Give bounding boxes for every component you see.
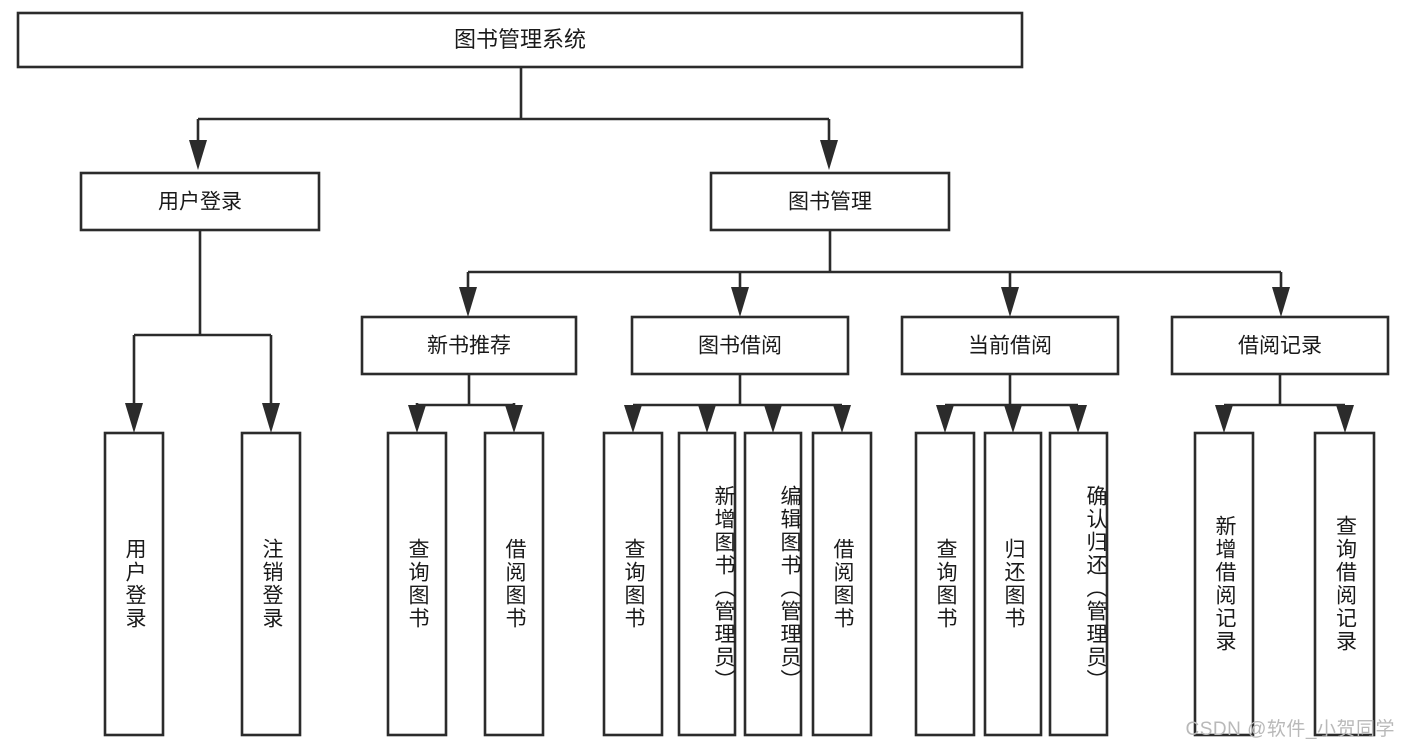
leaf-label-user-login-1: 注销登录	[259, 538, 283, 630]
leaf-label-book-borrow-3: 借阅图书	[830, 538, 854, 630]
leaf-box-book-borrow-2[interactable]	[743, 431, 803, 737]
book-manage-box	[709, 171, 951, 232]
borrow-record-box	[1170, 315, 1390, 376]
root-box	[16, 11, 1024, 69]
connector-user-login-to-leaves	[125, 230, 280, 433]
leaf-box-new-book-1[interactable]	[483, 431, 545, 737]
connector-borrow-record-to-leaves	[1215, 374, 1354, 433]
node-borrow-record[interactable]: 借阅记录	[1170, 315, 1390, 376]
connector-root-to-level2	[189, 67, 838, 170]
leaf-label-current-borrow-1: 归还图书	[1001, 538, 1025, 630]
borrow-record-label: 借阅记录	[1238, 335, 1322, 358]
new-book-recommend-box	[360, 315, 578, 376]
leaf-label-book-borrow-0: 查询图书	[621, 538, 645, 630]
node-user-login[interactable]: 用户登录	[79, 171, 321, 232]
leaf-label-borrow-record-0: 新增借阅记录	[1212, 515, 1236, 653]
connector-current-borrow-to-leaves	[936, 374, 1087, 433]
leaf-box-book-borrow-1[interactable]	[677, 431, 737, 737]
current-borrow-label: 当前借阅	[968, 335, 1052, 358]
leaf-box-book-borrow-0[interactable]	[602, 431, 664, 737]
node-current-borrow[interactable]: 当前借阅	[900, 315, 1120, 376]
leaf-box-current-borrow-2[interactable]	[1048, 431, 1109, 737]
leaf-box-user-login-0[interactable]	[103, 431, 165, 737]
book-borrow-label: 图书借阅	[698, 335, 782, 358]
leaf-label-current-borrow-2: 确认归还（管理员）	[1084, 484, 1107, 692]
connector-new-book-recommend-to-leaves	[408, 374, 523, 433]
leaf-box-borrow-record-1[interactable]	[1313, 431, 1376, 737]
node-new-book-recommend[interactable]: 新书推荐	[360, 315, 578, 376]
leaf-label-user-login-0: 用户登录	[122, 538, 146, 630]
root-label: 图书管理系统	[454, 27, 586, 52]
user-login-label: 用户登录	[158, 191, 242, 214]
leaf-box-current-borrow-0[interactable]	[914, 431, 976, 737]
leaf-box-book-borrow-3[interactable]	[811, 431, 873, 737]
leaf-label-current-borrow-0: 查询图书	[933, 538, 957, 630]
leaf-box-current-borrow-1[interactable]	[983, 431, 1043, 737]
leaf-box-borrow-record-0[interactable]	[1193, 431, 1255, 737]
leaf-label-new-book-0: 查询图书	[405, 538, 429, 630]
book-borrow-box	[630, 315, 850, 376]
leaf-label-new-book-1: 借阅图书	[502, 538, 526, 630]
node-book-borrow[interactable]: 图书借阅	[630, 315, 850, 376]
node-book-manage[interactable]: 图书管理	[709, 171, 951, 232]
leaf-label-book-borrow-1: 新增图书（管理员）	[712, 484, 735, 692]
book-manage-label: 图书管理	[788, 191, 872, 214]
leaf-label-book-borrow-2: 编辑图书（管理员）	[778, 484, 801, 692]
new-book-recommend-label: 新书推荐	[427, 335, 511, 358]
node-root[interactable]: 图书管理系统	[16, 11, 1024, 69]
leaf-box-user-login-1[interactable]	[240, 431, 302, 737]
leaf-label-borrow-record-1: 查询借阅记录	[1333, 515, 1357, 653]
connector-book-manage-to-level3	[459, 230, 1290, 317]
connector-book-borrow-to-leaves	[624, 374, 851, 433]
leaf-box-new-book-0[interactable]	[386, 431, 448, 737]
